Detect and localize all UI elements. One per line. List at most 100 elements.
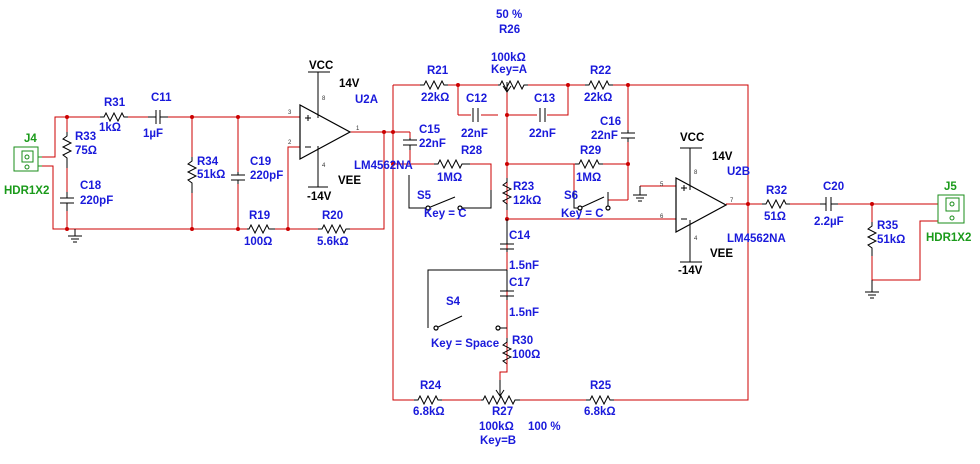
r35-value: 51kΩ xyxy=(877,234,906,246)
switch-s4 xyxy=(435,315,463,329)
u2b-vee-value: -14V xyxy=(678,265,703,277)
c12-value: 22nF xyxy=(461,128,488,140)
c15-value: 22nF xyxy=(419,138,446,150)
r29-ref: R29 xyxy=(580,145,602,157)
resistor-r32 xyxy=(762,198,790,210)
r30-value: 100Ω xyxy=(512,349,541,361)
u2b-vcc-value: 14V xyxy=(712,151,733,163)
r23-value: 12kΩ xyxy=(513,195,542,207)
s4-ref: S4 xyxy=(446,296,461,308)
r33-ref: R33 xyxy=(75,131,97,143)
r33-value: 75Ω xyxy=(75,145,98,157)
capacitor-c12 xyxy=(472,108,479,122)
r32-value: 51Ω xyxy=(764,211,787,223)
r22-ref: R22 xyxy=(590,65,612,77)
opamp-u2a xyxy=(299,71,352,188)
junction-dots xyxy=(65,83,874,231)
r31-value: 1kΩ xyxy=(99,122,122,134)
junction-dot xyxy=(391,130,395,134)
capacitor-c15 xyxy=(403,138,417,150)
r24-ref: R24 xyxy=(420,380,442,392)
u2a-pin-2: 2 xyxy=(288,140,292,146)
junction-dot xyxy=(65,227,69,231)
junction-dot xyxy=(236,227,240,231)
junction-dot xyxy=(505,162,509,166)
c13-ref: C13 xyxy=(534,93,556,105)
c15-ref: C15 xyxy=(419,124,441,136)
wires xyxy=(40,84,938,401)
c17-value: 1.5nF xyxy=(509,307,540,319)
ground-input xyxy=(68,229,82,243)
r25-value: 6.8kΩ xyxy=(584,406,616,418)
resistor-r20 xyxy=(318,223,350,235)
capacitor-c13 xyxy=(539,108,546,122)
junction-dot xyxy=(190,227,194,231)
r21-ref: R21 xyxy=(427,65,449,77)
r27-key: Key=B xyxy=(480,435,517,447)
r19-value: 100Ω xyxy=(244,236,273,248)
r28-ref: R28 xyxy=(461,145,483,157)
resistor-r31 xyxy=(100,111,128,123)
u2a-vcc: VCC xyxy=(309,60,334,72)
r23-ref: R23 xyxy=(513,181,535,193)
c20-value: 2.2µF xyxy=(814,216,844,228)
capacitor-c14 xyxy=(500,219,514,252)
j4-ref: J4 xyxy=(24,133,37,145)
r19-ref: R19 xyxy=(249,210,271,222)
r29-value: 1MΩ xyxy=(576,172,602,184)
c11-value: 1µF xyxy=(143,128,164,140)
capacitor-c17 xyxy=(500,270,514,300)
r30-ref: R30 xyxy=(512,335,534,347)
c20-ref: C20 xyxy=(823,181,845,193)
junction-dot xyxy=(382,130,386,134)
resistor-r28 xyxy=(434,158,470,170)
resistor-r23 xyxy=(501,178,513,210)
resistor-r33 xyxy=(61,132,73,168)
u2b-vcc: VCC xyxy=(680,132,705,144)
r34-value: 51kΩ xyxy=(197,169,226,181)
r27-value: 100kΩ xyxy=(479,421,514,433)
u2a-vcc-value: 14V xyxy=(339,78,360,90)
r32-ref: R32 xyxy=(766,185,788,197)
junction-dot xyxy=(456,83,460,87)
resistor-r26 xyxy=(498,79,528,91)
r26-setting: 50 % xyxy=(496,9,523,21)
r21-value: 22kΩ xyxy=(421,92,450,104)
connector-j5 xyxy=(937,194,965,224)
resistor-r29 xyxy=(575,158,603,170)
junction-dot xyxy=(505,113,509,117)
c14-ref: C14 xyxy=(509,230,531,242)
resistor-r24 xyxy=(414,394,442,406)
r34-ref: R34 xyxy=(197,156,219,168)
u2b-pin-8: 8 xyxy=(694,170,698,176)
junction-dot xyxy=(236,115,240,119)
resistor-r25 xyxy=(586,394,614,406)
junction-dot xyxy=(626,162,630,166)
capacitor-c20 xyxy=(820,197,838,211)
s6-ref: S6 xyxy=(564,190,579,202)
u2b-ref: U2B xyxy=(727,166,751,178)
ground-u2b xyxy=(633,186,647,202)
r22-value: 22kΩ xyxy=(584,92,613,104)
u2b-pin-4: 4 xyxy=(694,236,698,242)
capacitor-c19 xyxy=(231,172,245,184)
resistor-r35 xyxy=(866,222,878,256)
c18-value: 220pF xyxy=(80,195,114,207)
junction-dot xyxy=(870,202,874,206)
j5-ref: J5 xyxy=(944,181,957,193)
r25-ref: R25 xyxy=(590,380,612,392)
opamp-u2b xyxy=(675,147,728,263)
junction-dot xyxy=(566,83,570,87)
r31-ref: R31 xyxy=(104,97,126,109)
j5-type: HDR1X2 xyxy=(926,232,972,244)
grounds xyxy=(68,186,879,299)
u2b-vee: VEE xyxy=(710,248,734,260)
junction-dot xyxy=(746,202,750,206)
r35-ref: R35 xyxy=(877,220,899,232)
c16-ref: C16 xyxy=(600,116,622,128)
c12-ref: C12 xyxy=(466,93,488,105)
j4-type: HDR1X2 xyxy=(4,185,50,197)
u2b-part: LM4562NA xyxy=(727,233,786,245)
junction-dot xyxy=(65,115,69,119)
s5-key: Key = C xyxy=(424,208,467,220)
